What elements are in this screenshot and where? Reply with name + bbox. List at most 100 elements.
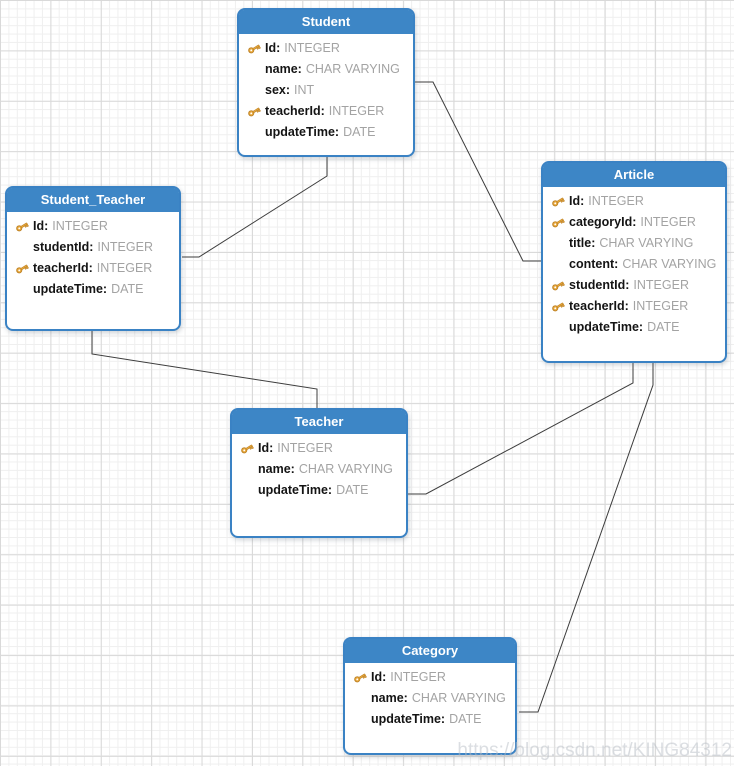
field-name: updateTime: [33,281,108,296]
field-row-name: name:CHAR VARYING [232,458,406,479]
field-name: content: [569,256,619,271]
key-slot [551,278,569,292]
field-type: INTEGER [632,298,689,313]
primary-key-icon [16,264,29,273]
field-type: INTEGER [96,260,153,275]
field-type: INTEGER [640,214,696,229]
field-row-title: title:CHAR VARYING [543,232,725,253]
primary-key-icon [16,222,29,231]
field-row-id: Id:INTEGER [345,666,515,687]
field-name: teacherId: [33,260,93,275]
field-type: INT [294,82,315,97]
relationship-student_teacher-teacher [91,331,318,408]
field-name: updateTime: [258,482,333,497]
field-type: INTEGER [52,218,108,233]
field-name: Id: [569,193,585,208]
field-type: DATE [449,711,482,726]
field-name: updateTime: [371,711,446,726]
key-slot [240,441,258,455]
field-type: INTEGER [328,103,385,118]
entity-title: Student_Teacher [7,188,179,212]
field-name: teacherId: [569,298,629,313]
entity-title: Student [239,10,413,34]
field-type: CHAR VARYING [622,256,717,271]
key-slot [15,261,33,275]
field-row-content: content:CHAR VARYING [543,253,725,274]
field-row-updatetime: updateTime:DATE [543,316,725,337]
field-row-id: Id:INTEGER [232,437,406,458]
field-row-id: Id:INTEGER [7,215,179,236]
field-name: studentId: [33,239,94,254]
field-type: CHAR VARYING [599,235,694,250]
field-type: DATE [111,281,144,296]
field-name: updateTime: [265,124,340,139]
field-row-teacherid: teacherId:INTEGER [543,295,725,316]
entity-title: Category [345,639,515,663]
field-type: INTEGER [390,669,446,684]
entity-title: Teacher [232,410,406,434]
field-row-updatetime: updateTime:DATE [232,479,406,500]
key-slot [247,41,265,55]
relationship-teacher-article [408,363,634,495]
relationship-student-student_teacher [182,157,328,258]
field-row-updatetime: updateTime:DATE [345,708,515,729]
field-name: teacherId: [265,103,325,118]
field-type: DATE [336,482,369,497]
field-type: INTEGER [633,277,689,292]
field-name: categoryId: [569,214,637,229]
field-name: name: [258,461,295,476]
primary-key-icon [248,44,261,53]
field-row-updatetime: updateTime:DATE [7,278,179,299]
relationship-article-category [519,363,654,713]
field-row-id: Id:INTEGER [239,37,413,58]
primary-key-icon [354,673,367,682]
field-type: INTEGER [284,40,340,55]
primary-key-icon [552,218,565,227]
field-type: CHAR VARYING [411,690,506,705]
field-name: Id: [258,440,274,455]
field-type: INTEGER [277,440,333,455]
field-row-name: name:CHAR VARYING [239,58,413,79]
field-row-teacherid: teacherId:INTEGER [7,257,179,278]
entity-title: Article [543,163,725,187]
field-row-id: Id:INTEGER [543,190,725,211]
field-name: sex: [265,82,291,97]
field-type: CHAR VARYING [305,61,400,76]
field-type: INTEGER [588,193,644,208]
key-slot [353,670,371,684]
relationship-student-article [415,81,541,262]
field-row-teacherid: teacherId:INTEGER [239,100,413,121]
key-slot [247,104,265,118]
key-slot [551,194,569,208]
key-slot [551,215,569,229]
field-row-name: name:CHAR VARYING [345,687,515,708]
primary-key-icon [552,281,565,290]
field-type: DATE [343,124,376,139]
field-type: INTEGER [97,239,153,254]
field-row-categoryid: categoryId:INTEGER [543,211,725,232]
key-slot [551,299,569,313]
field-name: title: [569,235,596,250]
field-row-studentid: studentId:INTEGER [7,236,179,257]
key-slot [15,219,33,233]
field-name: Id: [265,40,281,55]
field-row-updatetime: updateTime:DATE [239,121,413,142]
field-row-sex: sex:INT [239,79,413,100]
field-name: studentId: [569,277,630,292]
primary-key-icon [241,444,254,453]
field-type: DATE [647,319,680,334]
field-name: name: [371,690,408,705]
field-type: CHAR VARYING [298,461,393,476]
